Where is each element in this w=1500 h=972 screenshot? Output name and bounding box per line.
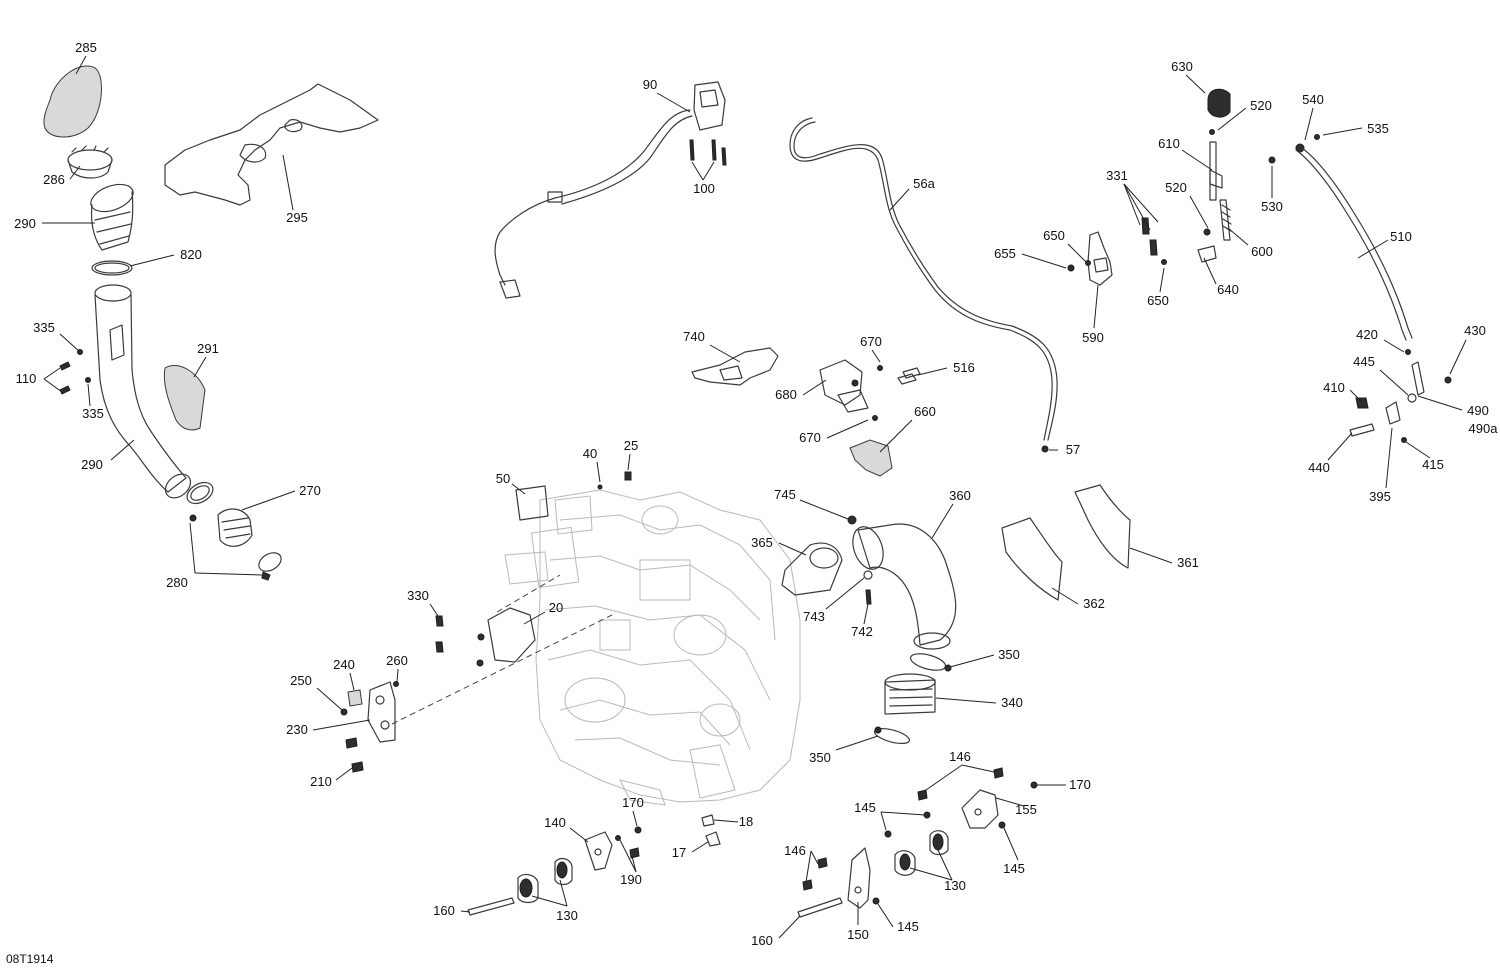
callout-label: 286 bbox=[43, 172, 65, 187]
callout-label: 335 bbox=[33, 320, 55, 335]
callout-label: 335 bbox=[82, 406, 104, 421]
callout-label: 365 bbox=[751, 535, 773, 550]
callout-label: 360 bbox=[949, 488, 971, 503]
brackets-center bbox=[691, 347, 921, 477]
callout-label: 540 bbox=[1302, 92, 1324, 107]
callout-label: 17 bbox=[672, 845, 686, 860]
callout-label: 295 bbox=[286, 210, 308, 225]
callout-label: 50 bbox=[496, 471, 510, 486]
callout-label: 285 bbox=[75, 40, 97, 55]
callout-label: 655 bbox=[994, 246, 1016, 261]
callout-label: 660 bbox=[914, 404, 936, 419]
callout-label: 510 bbox=[1390, 229, 1412, 244]
shifter-parts bbox=[1067, 88, 1452, 443]
callout-label: 630 bbox=[1171, 59, 1193, 74]
callout-label: 100 bbox=[693, 181, 715, 196]
callout-label: 415 bbox=[1422, 457, 1444, 472]
callout-label: 520 bbox=[1165, 180, 1187, 195]
callout-label: 362 bbox=[1083, 596, 1105, 611]
callout-label: 610 bbox=[1158, 136, 1180, 151]
callout-label: 260 bbox=[386, 653, 408, 668]
callout-label: 190 bbox=[620, 872, 642, 887]
callout-label: 40 bbox=[583, 446, 597, 461]
callout-label: 140 bbox=[544, 815, 566, 830]
callout-label: 145 bbox=[897, 919, 919, 934]
callout-label: 740 bbox=[683, 329, 705, 344]
diagram-ref-label: 08T1914 bbox=[6, 952, 54, 966]
alignment-line bbox=[496, 574, 561, 613]
engine-mount-bottom bbox=[467, 767, 1038, 918]
engine-mount-left bbox=[340, 471, 632, 773]
vent-hose bbox=[789, 117, 1053, 441]
callout-label: 56a bbox=[913, 176, 935, 191]
callout-label: 430 bbox=[1464, 323, 1486, 338]
callout-label: 250 bbox=[290, 673, 312, 688]
callout-label: 743 bbox=[803, 609, 825, 624]
callout-label: 516 bbox=[953, 360, 975, 375]
callout-label: 25 bbox=[624, 438, 638, 453]
callout-label: 160 bbox=[433, 903, 455, 918]
callout-labels: 285 286 290 820 295 335 291 110 335 290 270 280 90 10… bbox=[14, 40, 1498, 948]
callout-label: 520 bbox=[1250, 98, 1272, 113]
alignment-line bbox=[391, 614, 613, 725]
callout-label: 590 bbox=[1082, 330, 1104, 345]
callout-label: 640 bbox=[1217, 282, 1239, 297]
callout-label: 650 bbox=[1147, 293, 1169, 308]
callout-label: 330 bbox=[407, 588, 429, 603]
callout-label: 57 bbox=[1066, 442, 1080, 457]
callout-label: 145 bbox=[854, 800, 876, 815]
callout-label: 291 bbox=[197, 341, 219, 356]
callout-label: 670 bbox=[799, 430, 821, 445]
callout-label: 820 bbox=[180, 247, 202, 262]
callout-label: 170 bbox=[622, 795, 644, 810]
callout-label: 170 bbox=[1069, 777, 1091, 792]
callout-label: 145 bbox=[1003, 861, 1025, 876]
callout-label: 600 bbox=[1251, 244, 1273, 259]
wiring-harness bbox=[494, 81, 727, 299]
callout-label: 490 bbox=[1467, 403, 1489, 418]
callout-label: 155 bbox=[1015, 802, 1037, 817]
callout-label: 290 bbox=[14, 216, 36, 231]
callout-label: 280 bbox=[166, 575, 188, 590]
callout-label: 490a bbox=[1469, 421, 1499, 436]
callout-label: 240 bbox=[333, 657, 355, 672]
callout-label: 670 bbox=[860, 334, 882, 349]
callout-label: 210 bbox=[310, 774, 332, 789]
callout-label: 146 bbox=[949, 749, 971, 764]
callout-label: 18 bbox=[739, 814, 753, 829]
callout-label: 270 bbox=[299, 483, 321, 498]
callout-label: 420 bbox=[1356, 327, 1378, 342]
callout-label: 110 bbox=[16, 371, 37, 386]
callout-label: 742 bbox=[851, 624, 873, 639]
callout-label: 361 bbox=[1177, 555, 1199, 570]
callout-label: 530 bbox=[1261, 199, 1283, 214]
callout-label: 745 bbox=[774, 487, 796, 502]
duct-parts-right bbox=[781, 484, 1131, 745]
callout-label: 130 bbox=[944, 878, 966, 893]
callout-label: 150 bbox=[847, 927, 869, 942]
callout-label: 395 bbox=[1369, 489, 1391, 504]
callout-label: 350 bbox=[809, 750, 831, 765]
callout-label: 160 bbox=[751, 933, 773, 948]
callout-label: 535 bbox=[1367, 121, 1389, 136]
intake-parts bbox=[43, 65, 379, 581]
callout-label: 440 bbox=[1308, 460, 1330, 475]
callout-label: 445 bbox=[1353, 354, 1375, 369]
callout-label: 90 bbox=[643, 77, 657, 92]
callout-label: 230 bbox=[286, 722, 308, 737]
engine-block bbox=[504, 489, 801, 806]
callout-label: 290 bbox=[81, 457, 103, 472]
callout-label: 331 bbox=[1106, 168, 1128, 183]
leader-lines bbox=[42, 55, 1467, 939]
callout-label: 650 bbox=[1043, 228, 1065, 243]
callout-label: 680 bbox=[775, 387, 797, 402]
callout-label: 20 bbox=[549, 600, 563, 615]
callout-label: 410 bbox=[1323, 380, 1345, 395]
callout-label: 146 bbox=[784, 843, 806, 858]
callout-label: 130 bbox=[556, 908, 578, 923]
callout-label: 340 bbox=[1001, 695, 1023, 710]
callout-label: 350 bbox=[998, 647, 1020, 662]
